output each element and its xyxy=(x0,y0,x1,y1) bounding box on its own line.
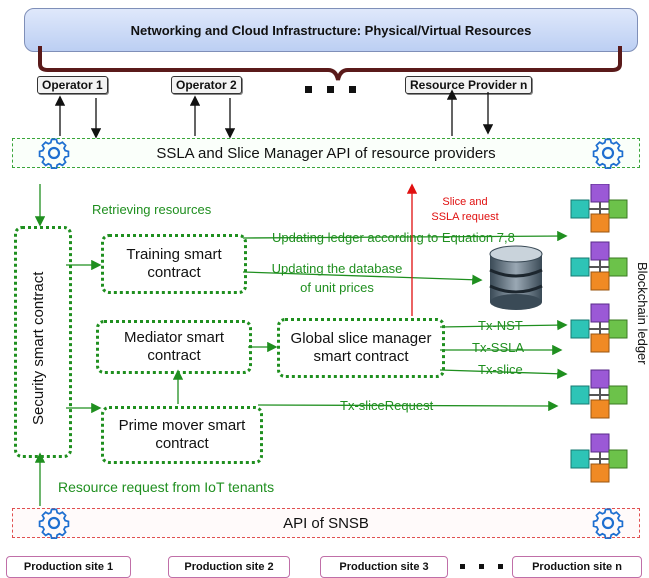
resource-request-label: Resource request from IoT tenants xyxy=(58,479,275,495)
production-site-2: Production site 2 xyxy=(168,556,290,578)
global-slice-manager-box: Global slice manager smart contract xyxy=(277,318,445,378)
banner-title: Networking and Cloud Infrastructure: Phy… xyxy=(130,22,532,38)
prime-mover-contract-label: Prime mover smart contract xyxy=(118,417,246,452)
operator-1-box: Operator 1 xyxy=(37,76,108,94)
ellipsis-dot xyxy=(327,86,334,93)
slice-ssla-label-2: SSLA request xyxy=(431,211,499,223)
ellipsis-dot xyxy=(349,86,356,93)
resource-provider-n-box: Resource Provider n xyxy=(405,76,533,94)
brace-icon xyxy=(38,46,622,81)
production-site-label: Production site 2 xyxy=(184,561,274,573)
infrastructure-banner: Networking and Cloud Infrastructure: Phy… xyxy=(24,8,638,52)
slice-ssla-label-1: Slice and xyxy=(442,196,488,208)
operator-2-label: Operator 2 xyxy=(176,78,237,92)
ellipsis-dot xyxy=(498,564,503,569)
training-contract-label: Training smart contract xyxy=(126,246,222,281)
database-icon xyxy=(489,245,543,310)
retrieving-label: Retrieving resources xyxy=(92,202,212,217)
production-site-label: Production site 3 xyxy=(339,561,429,573)
ellipsis-dot xyxy=(305,86,312,93)
updating-db-label-1: Updating the database xyxy=(271,261,403,276)
tx-slice-label: Tx-slice xyxy=(478,362,523,377)
operator-1-label: Operator 1 xyxy=(42,78,103,92)
tx-ssla-label: Tx-SSLA xyxy=(472,340,525,355)
production-site-1: Production site 1 xyxy=(6,556,131,578)
blockchain-ledger-icon xyxy=(570,184,628,483)
provider-api-bar: SSLA and Slice Manager API of resource p… xyxy=(12,138,640,168)
operator-2-box: Operator 2 xyxy=(171,76,242,94)
production-site-label: Production site 1 xyxy=(23,561,114,573)
production-site-label: Production site n xyxy=(532,561,622,573)
prime-mover-contract-box: Prime mover smart contract xyxy=(101,406,263,464)
production-site-n: Production site n xyxy=(512,556,642,578)
snsb-api-bar: API of SNSB xyxy=(12,508,640,538)
global-slice-manager-label: Global slice manager smart contract xyxy=(290,330,432,365)
training-contract-box: Training smart contract xyxy=(101,234,247,294)
mediator-contract-label: Mediator smart contract xyxy=(123,329,225,364)
production-site-3: Production site 3 xyxy=(320,556,448,578)
updating-db-label-2: of unit prices xyxy=(300,280,374,295)
snsb-api-label: API of SNSB xyxy=(283,514,369,532)
ellipsis-dot xyxy=(460,564,465,569)
provider-api-label: SSLA and Slice Manager API of resource p… xyxy=(156,144,496,162)
ellipsis-dot xyxy=(479,564,484,569)
resource-provider-n-label: Resource Provider n xyxy=(410,78,528,92)
